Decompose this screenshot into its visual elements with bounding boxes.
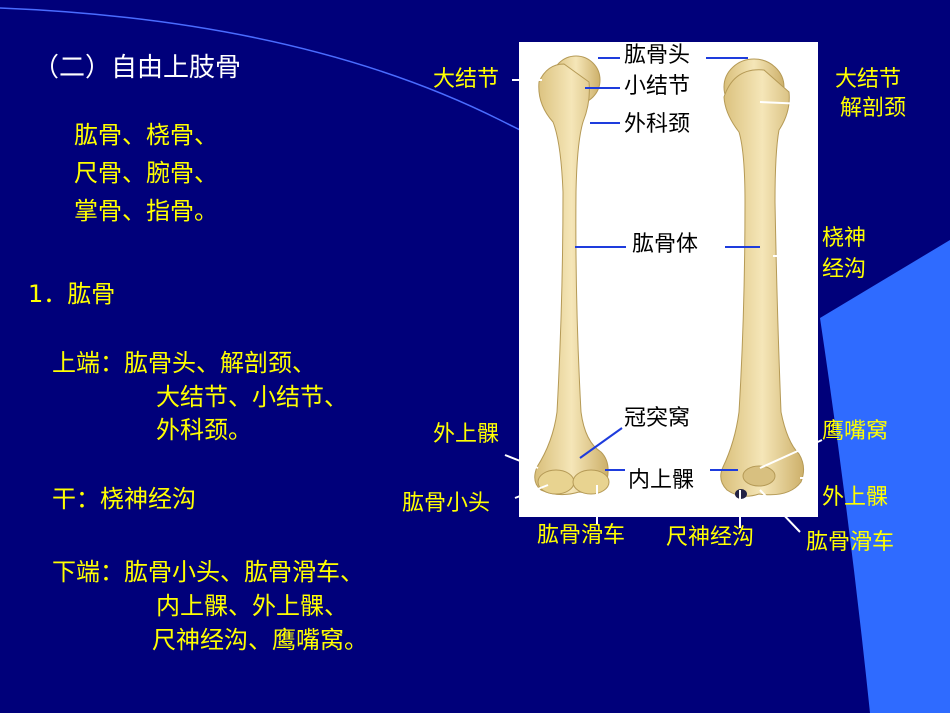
lower-end-line-1: 下端：肱骨小头、肱骨滑车、: [52, 558, 364, 586]
label-greater-tubercle-left: 大结节: [433, 67, 500, 92]
label-radial-groove-line-2: 经沟: [822, 257, 867, 282]
label-lateral-epicondyle-left: 外上髁: [433, 422, 500, 447]
lower-end-line-3: 尺神经沟、鹰嘴窝。: [152, 626, 368, 654]
bone-list-line-2: 尺骨、腕骨、: [74, 159, 218, 187]
label-greater-tubercle-right: 大结节: [835, 67, 902, 92]
label-humeral-head: 肱骨头: [624, 43, 691, 68]
label-anatomical-neck: 解剖颈: [840, 96, 907, 121]
label-medial-epicondyle: 内上髁: [628, 468, 695, 493]
bone-list-line-3: 掌骨、指骨。: [74, 197, 218, 225]
label-trochlea-right: 肱骨滑车: [806, 530, 895, 555]
humerus-illustration: [534, 55, 805, 499]
label-lateral-epicondyle-right: 外上髁: [822, 485, 889, 510]
bone-list-line-1: 肱骨、桡骨、: [74, 121, 218, 149]
upper-end-line-3: 外科颈。: [156, 416, 252, 444]
subsection-title: 1．肱骨: [28, 280, 116, 308]
decorative-wedge: [820, 240, 950, 713]
label-trochlea: 肱骨滑车: [537, 523, 626, 548]
lower-end-line-2: 内上髁、外上髁、: [156, 592, 348, 620]
label-radial-groove-line-1: 桡神: [822, 226, 867, 251]
humerus-photo: [519, 42, 818, 517]
label-ulnar-groove: 尺神经沟: [666, 525, 755, 550]
label-coronoid-fossa: 冠突窝: [624, 406, 691, 431]
upper-end-line-2: 大结节、小结节、: [156, 383, 348, 411]
humerus-posterior-view: [720, 58, 805, 499]
label-humeral-shaft: 肱骨体: [632, 232, 699, 257]
label-capitulum: 肱骨小头: [402, 491, 491, 516]
label-lesser-tubercle: 小结节: [624, 74, 691, 99]
shaft-line: 干：桡神经沟: [52, 485, 196, 513]
label-olecranon-fossa: 鹰嘴窝: [822, 419, 889, 444]
section-title: （二）自由上肢骨: [33, 53, 242, 83]
upper-end-line-1: 上端：肱骨头、解剖颈、: [52, 349, 316, 377]
label-surgical-neck: 外科颈: [624, 112, 691, 137]
